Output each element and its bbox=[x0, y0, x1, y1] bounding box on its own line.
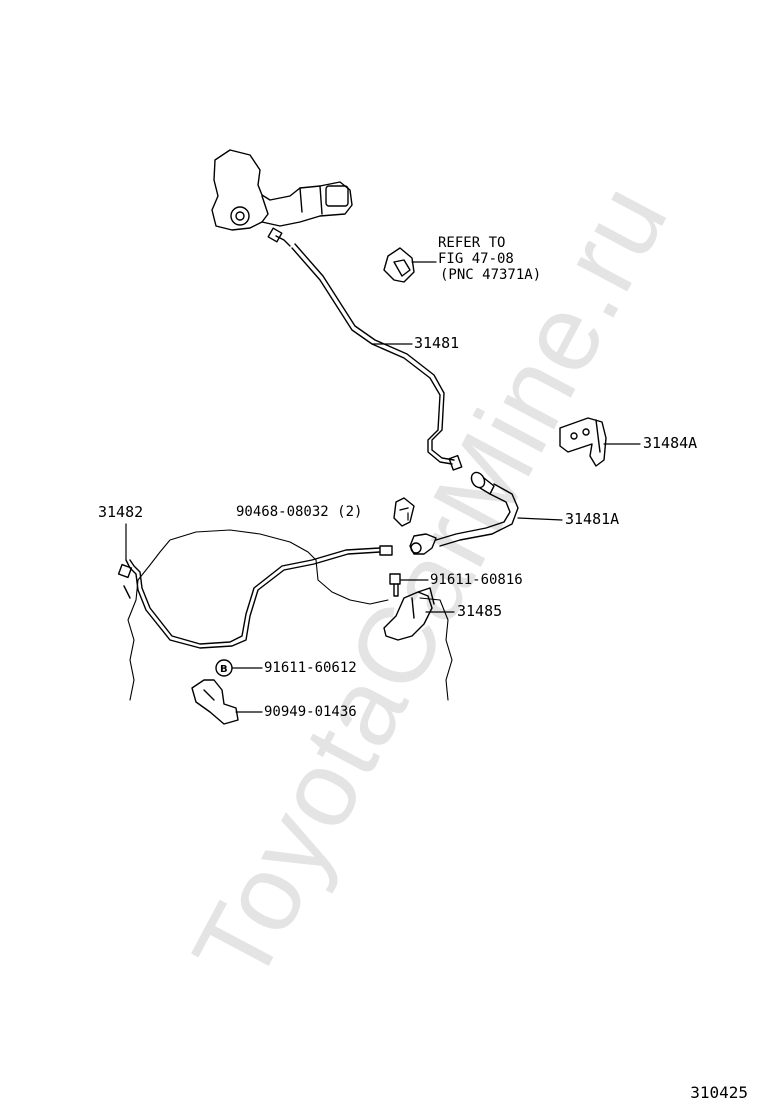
figure-id: 310425 bbox=[690, 1083, 748, 1102]
tube-31482-drawing bbox=[117, 545, 393, 649]
part-label-90468[interactable]: 90468-08032 (2) bbox=[236, 504, 363, 520]
refer-line2: FIG 47-08 bbox=[438, 251, 514, 267]
part-label-31481[interactable]: 31481 bbox=[414, 334, 460, 352]
part-label-31484A[interactable]: 31484A bbox=[643, 434, 698, 452]
engine-outline-drawing bbox=[127, 529, 453, 701]
master-cylinder-drawing bbox=[211, 149, 353, 231]
bracket-31484A-drawing bbox=[559, 417, 607, 467]
tube-31481-drawing bbox=[267, 227, 463, 471]
clip-refer-drawing bbox=[383, 247, 415, 283]
part-label-91611-60816[interactable]: 91611-60816 bbox=[430, 572, 523, 588]
bolt-bracket-31485-drawing bbox=[383, 573, 435, 641]
clip-90468-drawing bbox=[393, 497, 415, 527]
part-label-31481A[interactable]: 31481A bbox=[565, 510, 620, 528]
hose-31481A-drawing bbox=[409, 471, 519, 555]
part-label-31482[interactable]: 31482 bbox=[98, 503, 144, 521]
part-label-31485[interactable]: 31485 bbox=[457, 602, 503, 620]
leader-lines bbox=[125, 261, 641, 713]
part-label-90949[interactable]: 90949-01436 bbox=[264, 704, 357, 720]
refer-line1: REFER TO bbox=[438, 235, 506, 251]
clamp-90949-drawing bbox=[191, 659, 239, 725]
refer-line3: (PNC 47371A) bbox=[440, 267, 542, 283]
part-label-91611-60612[interactable]: 91611-60612 bbox=[264, 660, 357, 676]
